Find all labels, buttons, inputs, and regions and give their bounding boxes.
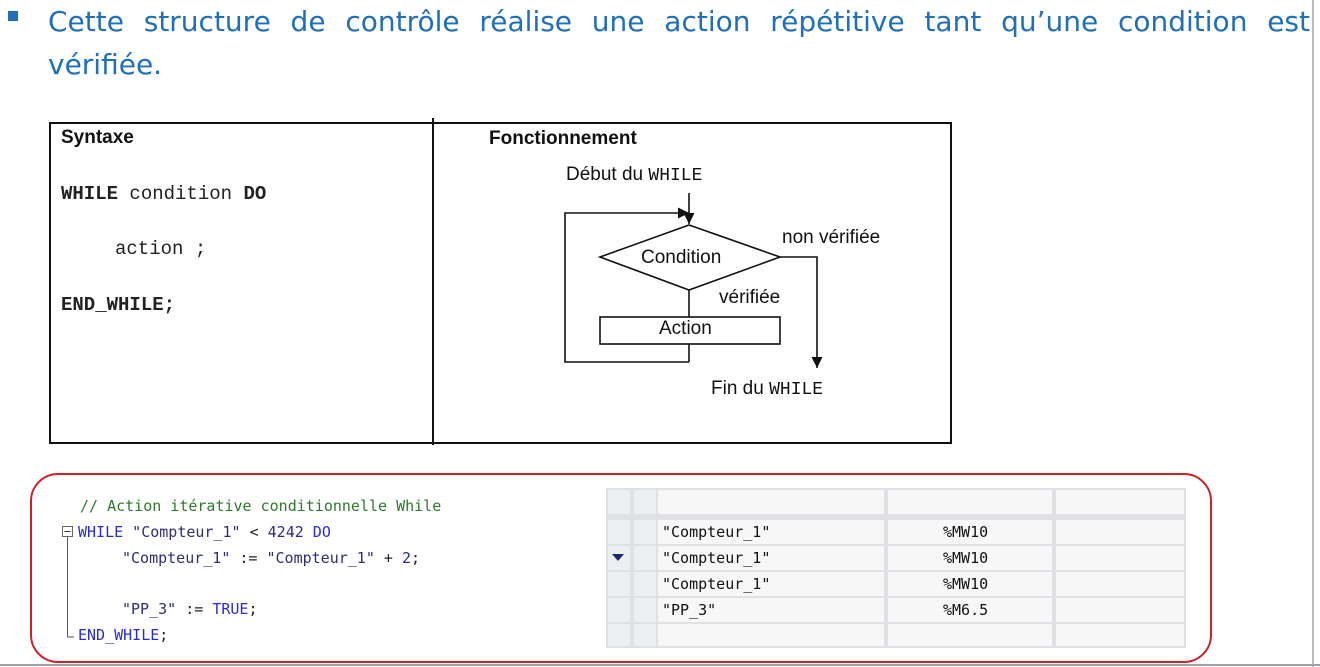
flow-end-label: Fin du WHILE	[711, 378, 823, 400]
watch-table-cell	[658, 546, 884, 570]
watch-table-cell	[608, 520, 630, 544]
while-reference-box	[49, 122, 952, 444]
watch-table-cell	[1056, 490, 1184, 514]
watch-row-name: "Compteur_1"	[662, 523, 771, 541]
watch-table-cell	[1056, 598, 1184, 622]
watch-table-cell	[634, 490, 656, 514]
code-fold-gutter	[62, 526, 74, 638]
code-line-while: WHILE "Compteur_1" < 4242 DO	[78, 523, 331, 541]
watch-table-cell	[658, 598, 884, 622]
watch-table-cell	[888, 520, 1052, 544]
watch-table-cell	[1056, 520, 1184, 544]
flow-end-kw: WHILE	[769, 380, 824, 400]
flow-end-text: Fin du	[711, 378, 764, 399]
syntax-title: Syntaxe	[61, 127, 134, 148]
watch-row-address: %MW10	[943, 523, 989, 541]
watch-row-address: %MW10	[943, 575, 989, 593]
watch-table-cell	[634, 572, 656, 596]
code-op: :=	[176, 600, 213, 618]
code-line-end: END_WHILE;	[78, 626, 168, 644]
flow-start-label: Début du WHILE	[566, 164, 702, 186]
watch-table-cell	[634, 624, 656, 646]
watch-row-name: "PP_3"	[662, 601, 717, 619]
kw-do: DO	[243, 183, 267, 205]
code-var: "PP_3"	[122, 600, 177, 618]
code-semicolon: ;	[248, 600, 258, 618]
action-box	[599, 316, 781, 345]
watch-table-cell	[1056, 546, 1184, 570]
code-semicolon: ;	[411, 549, 421, 567]
code-op: <	[240, 523, 268, 541]
code-kw-true: TRUE	[212, 600, 249, 618]
syntax-condition: condition	[118, 183, 244, 205]
flow-true-label: vérifiée	[719, 287, 781, 308]
syntax-line-action: action ;	[115, 238, 207, 260]
flow-action-label: Action	[659, 318, 712, 339]
code-var: "Compteur_1"	[266, 549, 375, 567]
watch-table-cell	[658, 520, 884, 544]
watch-table-cell	[888, 624, 1052, 646]
flow-loop-back	[564, 207, 689, 363]
example-highlight-frame	[30, 473, 1212, 663]
watch-table-cell	[658, 572, 884, 596]
functioning-title: Fonctionnement	[489, 128, 637, 149]
watch-table-cell	[1056, 572, 1184, 596]
code-var: "Compteur_1"	[123, 523, 241, 541]
flow-start-text: Début du	[566, 164, 644, 185]
watch-table-cell	[608, 624, 630, 646]
watch-table-cell	[608, 572, 630, 596]
flow-condition-label: Condition	[641, 247, 722, 268]
code-num: 2	[401, 549, 411, 567]
code-kw-while: WHILE	[78, 523, 124, 541]
code-semicolon: ;	[159, 626, 169, 644]
watch-row-name: "Compteur_1"	[662, 575, 771, 593]
watch-table-cell	[634, 546, 656, 570]
slide-right-edge	[1312, 0, 1314, 667]
code-comment: // Action itérative conditionnelle While	[80, 497, 442, 515]
watch-table-cell	[658, 624, 884, 646]
code-kw-endwhile: END_WHILE	[78, 626, 160, 644]
watch-table-cell	[888, 572, 1052, 596]
slide-bottom-edge	[0, 664, 1320, 666]
syntax-line-while: WHILE condition DO	[61, 183, 266, 205]
square-bullet-icon	[8, 11, 18, 21]
code-op: +	[374, 549, 402, 567]
code-line-increment: "Compteur_1" := "Compteur_1" + 2;	[122, 549, 420, 567]
slide-heading: Cette structure de contrôle réalise une …	[48, 5, 1310, 81]
watch-table-cell	[1056, 624, 1184, 646]
flow-false-label: non vérifiée	[782, 227, 881, 248]
watch-table-cell	[634, 520, 656, 544]
code-var: "Compteur_1"	[122, 549, 231, 567]
watch-row-address: %M6.5	[943, 601, 989, 619]
watch-table-cell	[608, 598, 630, 622]
watch-table-cell	[608, 490, 630, 514]
watch-table-cell	[888, 546, 1052, 570]
code-op: :=	[230, 549, 267, 567]
code-line-assign: "PP_3" := TRUE;	[122, 600, 257, 618]
current-row-arrow-icon	[612, 554, 624, 561]
box-divider	[432, 118, 434, 445]
syntax-line-end: END_WHILE;	[61, 294, 176, 316]
code-kw-do: DO	[303, 523, 331, 541]
code-num: 4242	[267, 523, 304, 541]
watch-row-name: "Compteur_1"	[662, 549, 771, 567]
flow-start-kw: WHILE	[648, 166, 703, 186]
flow-exit-line	[780, 256, 823, 368]
watch-table-cell	[888, 598, 1052, 622]
watch-row-address: %MW10	[943, 549, 989, 567]
watch-table-cell	[634, 598, 656, 622]
watch-table-cell	[888, 490, 1052, 514]
watch-table-cell	[658, 490, 884, 514]
kw-while: WHILE	[61, 183, 119, 205]
